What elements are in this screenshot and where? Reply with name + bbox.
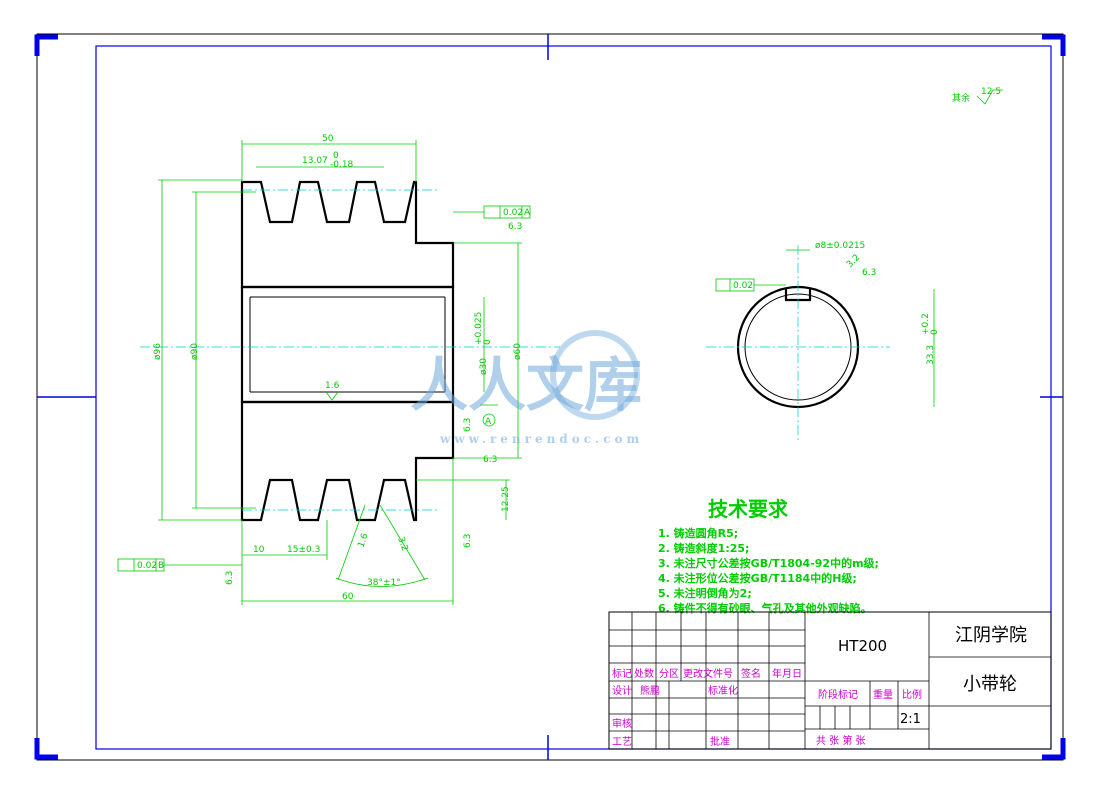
svg-text:其余: 其余 (952, 92, 970, 104)
watermark: 人人文库 www.renrendoc.com (410, 330, 643, 446)
tech-requirements: 技术要求 1. 铸造圆角R5; 2. 铸造斜度1:25; 3. 未注尺寸公差按G… (658, 497, 879, 615)
svg-text:阶段标记: 阶段标记 (818, 688, 858, 701)
svg-text:B: B (158, 561, 164, 571)
svg-text:A: A (524, 208, 531, 218)
svg-text:江阴学院: 江阴学院 (955, 625, 1027, 646)
front-dimensions: 50 13.07 0 -0.18 ø96 ø90 ø30 +0.025 0 ø6… (117, 134, 531, 605)
svg-text:6.3: 6.3 (483, 455, 497, 465)
svg-text:小带轮: 小带轮 (963, 674, 1017, 695)
svg-text:工艺: 工艺 (612, 736, 632, 748)
svg-text:批准: 批准 (710, 735, 730, 748)
svg-text:年月日: 年月日 (772, 667, 802, 680)
svg-text:签名: 签名 (741, 667, 761, 680)
svg-text:标记: 标记 (612, 668, 632, 680)
pulley-section-view (140, 180, 560, 522)
svg-text:A: A (485, 417, 492, 427)
svg-text:更改文件号: 更改文件号 (683, 667, 733, 680)
svg-text:ø90: ø90 (190, 343, 200, 360)
svg-text:技术要求: 技术要求 (708, 497, 789, 521)
svg-text:5. 未注明倒角为2;: 5. 未注明倒角为2; (658, 586, 752, 600)
svg-text:6.3: 6.3 (463, 534, 473, 548)
svg-text:50: 50 (322, 134, 334, 144)
svg-text:0: 0 (333, 151, 339, 161)
svg-text:15±0.3: 15±0.3 (287, 545, 320, 555)
svg-text:2:1: 2:1 (900, 712, 921, 727)
svg-text:0.02: 0.02 (137, 561, 157, 571)
svg-text:www.renrendoc.com: www.renrendoc.com (439, 432, 643, 446)
svg-text:6.3: 6.3 (862, 268, 876, 278)
svg-text:审核: 审核 (612, 717, 632, 730)
svg-text:2. 铸造斜度1:25;: 2. 铸造斜度1:25; (658, 541, 749, 555)
svg-text:3.2: 3.2 (395, 536, 409, 553)
svg-text:1. 铸造圆角R5;: 1. 铸造圆角R5; (658, 526, 738, 540)
svg-text:0: 0 (483, 339, 493, 345)
svg-text:ø96: ø96 (153, 343, 163, 360)
svg-text:0: 0 (930, 329, 940, 335)
svg-text:1.6: 1.6 (356, 532, 370, 549)
svg-text:0.02: 0.02 (733, 281, 753, 291)
svg-text:处数: 处数 (634, 667, 654, 680)
svg-text:+0.2: +0.2 (921, 313, 931, 335)
svg-text:33.3: 33.3 (926, 345, 936, 365)
svg-text:+0.025: +0.025 (474, 312, 484, 345)
svg-text:ø8±0.0215: ø8±0.0215 (815, 241, 865, 251)
svg-text:重量: 重量 (873, 688, 893, 701)
svg-text:6. 铸件不得有砂眼、气孔及其他外观缺陷。: 6. 铸件不得有砂眼、气孔及其他外观缺陷。 (658, 601, 872, 615)
svg-text:13.07: 13.07 (302, 156, 328, 166)
center-marks (37, 34, 1063, 760)
svg-text:人人文库: 人人文库 (410, 351, 642, 419)
svg-text:10: 10 (253, 545, 265, 555)
svg-text:设计: 设计 (612, 684, 632, 697)
svg-text:分区: 分区 (659, 668, 679, 680)
corner-marks (34, 34, 1066, 760)
svg-text:60: 60 (342, 592, 354, 602)
svg-text:6.3: 6.3 (508, 222, 522, 232)
svg-text:熊鹏: 熊鹏 (640, 684, 660, 697)
svg-text:ø60: ø60 (513, 343, 523, 360)
svg-text:38°±1°: 38°±1° (367, 578, 401, 588)
svg-text:12.5: 12.5 (981, 87, 1001, 97)
svg-text:3.2: 3.2 (845, 253, 862, 270)
svg-text:12.25: 12.25 (501, 486, 511, 512)
svg-text:HT200: HT200 (838, 637, 887, 655)
svg-text:3. 未注尺寸公差按GB/T1804-92中的m级;: 3. 未注尺寸公差按GB/T1804-92中的m级; (658, 556, 879, 570)
title-block: 标记 处数 分区 更改文件号 签名 年月日 设计 熊鹏 标准化 审核 工艺 批准… (608, 611, 1052, 750)
svg-text:-0.18: -0.18 (330, 160, 354, 170)
svg-text:0.02: 0.02 (503, 208, 523, 218)
roughness-note: 其余 12.5 (952, 87, 1003, 105)
svg-text:4. 未注形位公差按GB/T1184中的H级;: 4. 未注形位公差按GB/T1184中的H级; (658, 571, 857, 585)
svg-text:ø30: ø30 (479, 358, 489, 375)
svg-text:1.6: 1.6 (325, 381, 340, 391)
svg-text:6.3: 6.3 (463, 418, 473, 432)
keyway-side-view: ø8±0.0215 3.2 6.3 0.02 33.3 +0.2 0 (706, 241, 940, 440)
svg-text:6.3: 6.3 (225, 571, 235, 585)
svg-text:标准化: 标准化 (708, 684, 738, 697)
svg-text:共 张 第 张: 共 张 第 张 (816, 734, 866, 747)
svg-text:比例: 比例 (902, 688, 922, 701)
